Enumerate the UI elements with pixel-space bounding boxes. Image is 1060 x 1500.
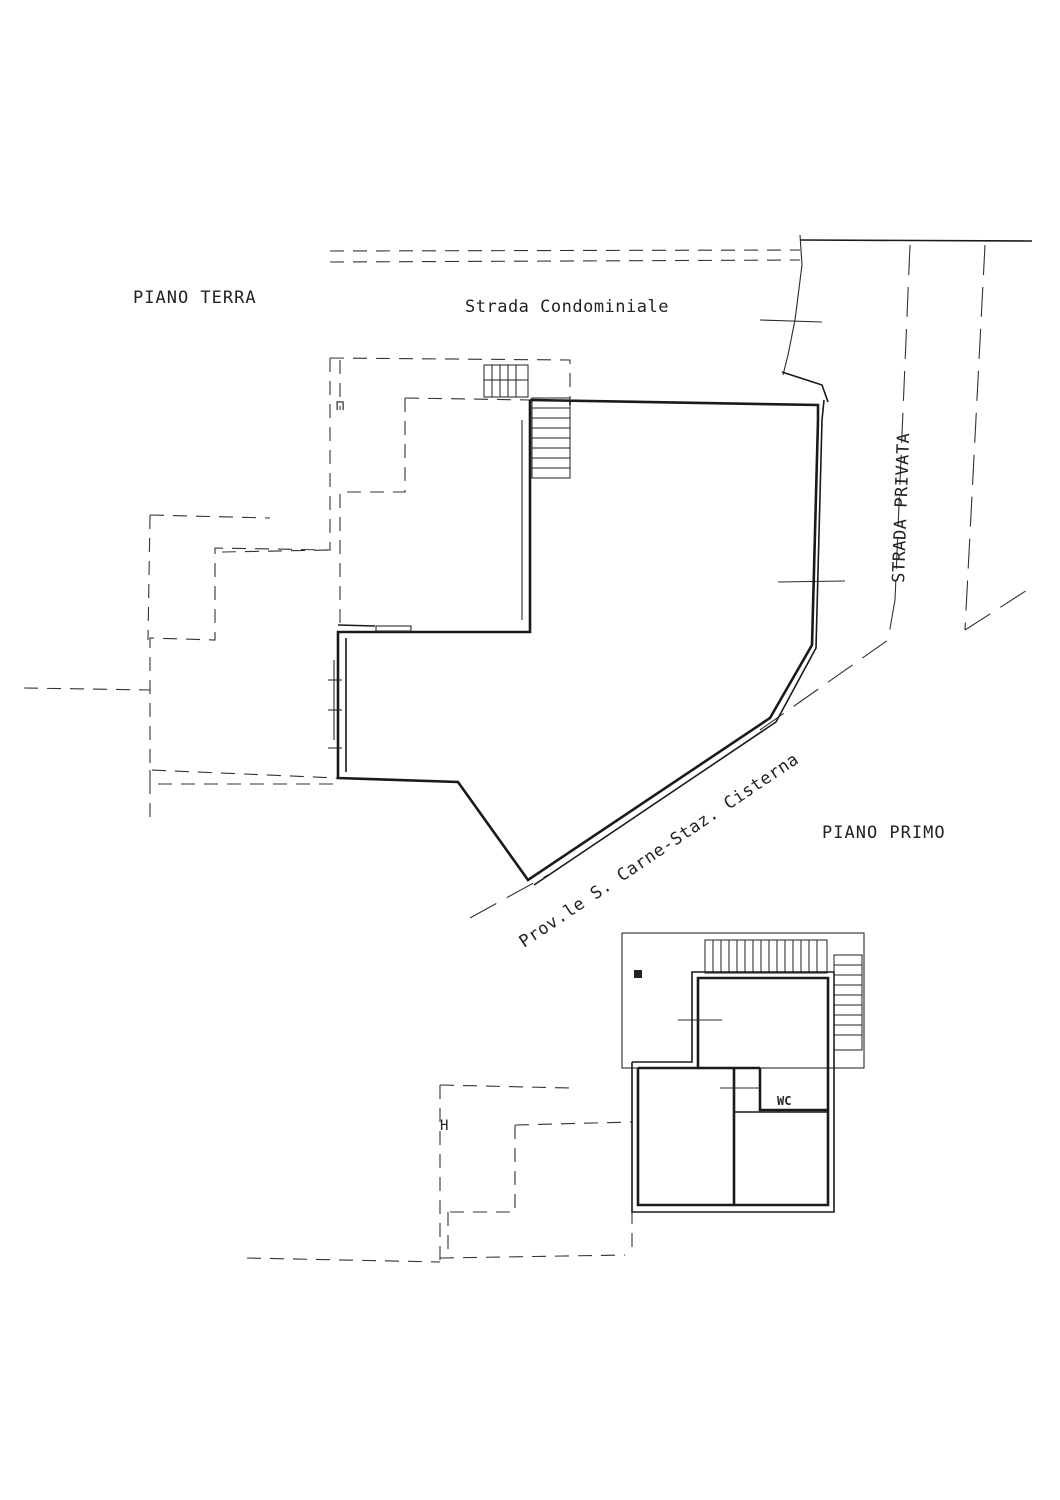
private-road-edge-right — [964, 244, 986, 631]
condo-road-edge-lower — [329, 259, 801, 263]
first-stair — [704, 939, 863, 1051]
first-terrace-step — [514, 1121, 633, 1126]
ground-axis-line — [23, 687, 151, 691]
ground-floor-label: PIANO TERRA — [133, 288, 257, 308]
condo-road-label: Strada Condominiale — [465, 297, 669, 317]
private-road-label: STRADA PRIVATA — [889, 432, 914, 583]
wc-wall — [758, 1068, 828, 1112]
window-mark — [375, 625, 412, 632]
site-boundary-left — [782, 234, 803, 376]
private-road-edge-left — [894, 244, 911, 601]
private-road-edge-right-lower — [964, 584, 1036, 631]
wall-corner-detail — [781, 371, 829, 403]
first-dash — [439, 1254, 626, 1259]
first-mark: H — [440, 1118, 448, 1134]
ground-terrace-outline — [149, 358, 339, 779]
site-boundary-top — [799, 239, 1033, 242]
chimney-mark — [634, 970, 642, 978]
first-axis-line — [246, 1257, 441, 1263]
provincial-road-label: Prov.le S. Carne-Staz. Cisterna — [516, 749, 803, 952]
ground-dash — [404, 397, 531, 401]
ground-terrace-top — [329, 357, 571, 400]
first-floor-plan: H — [246, 932, 865, 1263]
first-terrace-top — [439, 1084, 571, 1089]
ground-floor-main-wall — [336, 398, 820, 882]
site-context — [329, 234, 1036, 919]
ground-mark: ⊓ — [336, 398, 344, 414]
ground-inner-step — [339, 398, 406, 632]
dimension-tick — [777, 580, 846, 583]
private-road-edge-left-lower — [759, 599, 896, 731]
ground-terrace-step — [149, 514, 271, 519]
ground-stair — [483, 364, 571, 479]
stair-top-landing — [483, 364, 529, 398]
ground-floor-plan: ⊓ — [23, 357, 829, 886]
wc-label: WC — [777, 1094, 791, 1108]
ground-terrace-step — [147, 514, 151, 641]
ground-dash — [221, 549, 331, 553]
condo-road-edge-upper — [329, 249, 801, 252]
dimension-tick — [759, 319, 823, 323]
first-terrace-step — [448, 1125, 516, 1213]
provincial-road-edge — [469, 874, 549, 919]
stair-outline — [704, 939, 828, 974]
wall-window-mark — [337, 624, 376, 627]
first-floor-label: PIANO PRIMO — [822, 823, 946, 843]
stair-side — [833, 954, 863, 1051]
wall-outer-line — [533, 399, 825, 886]
